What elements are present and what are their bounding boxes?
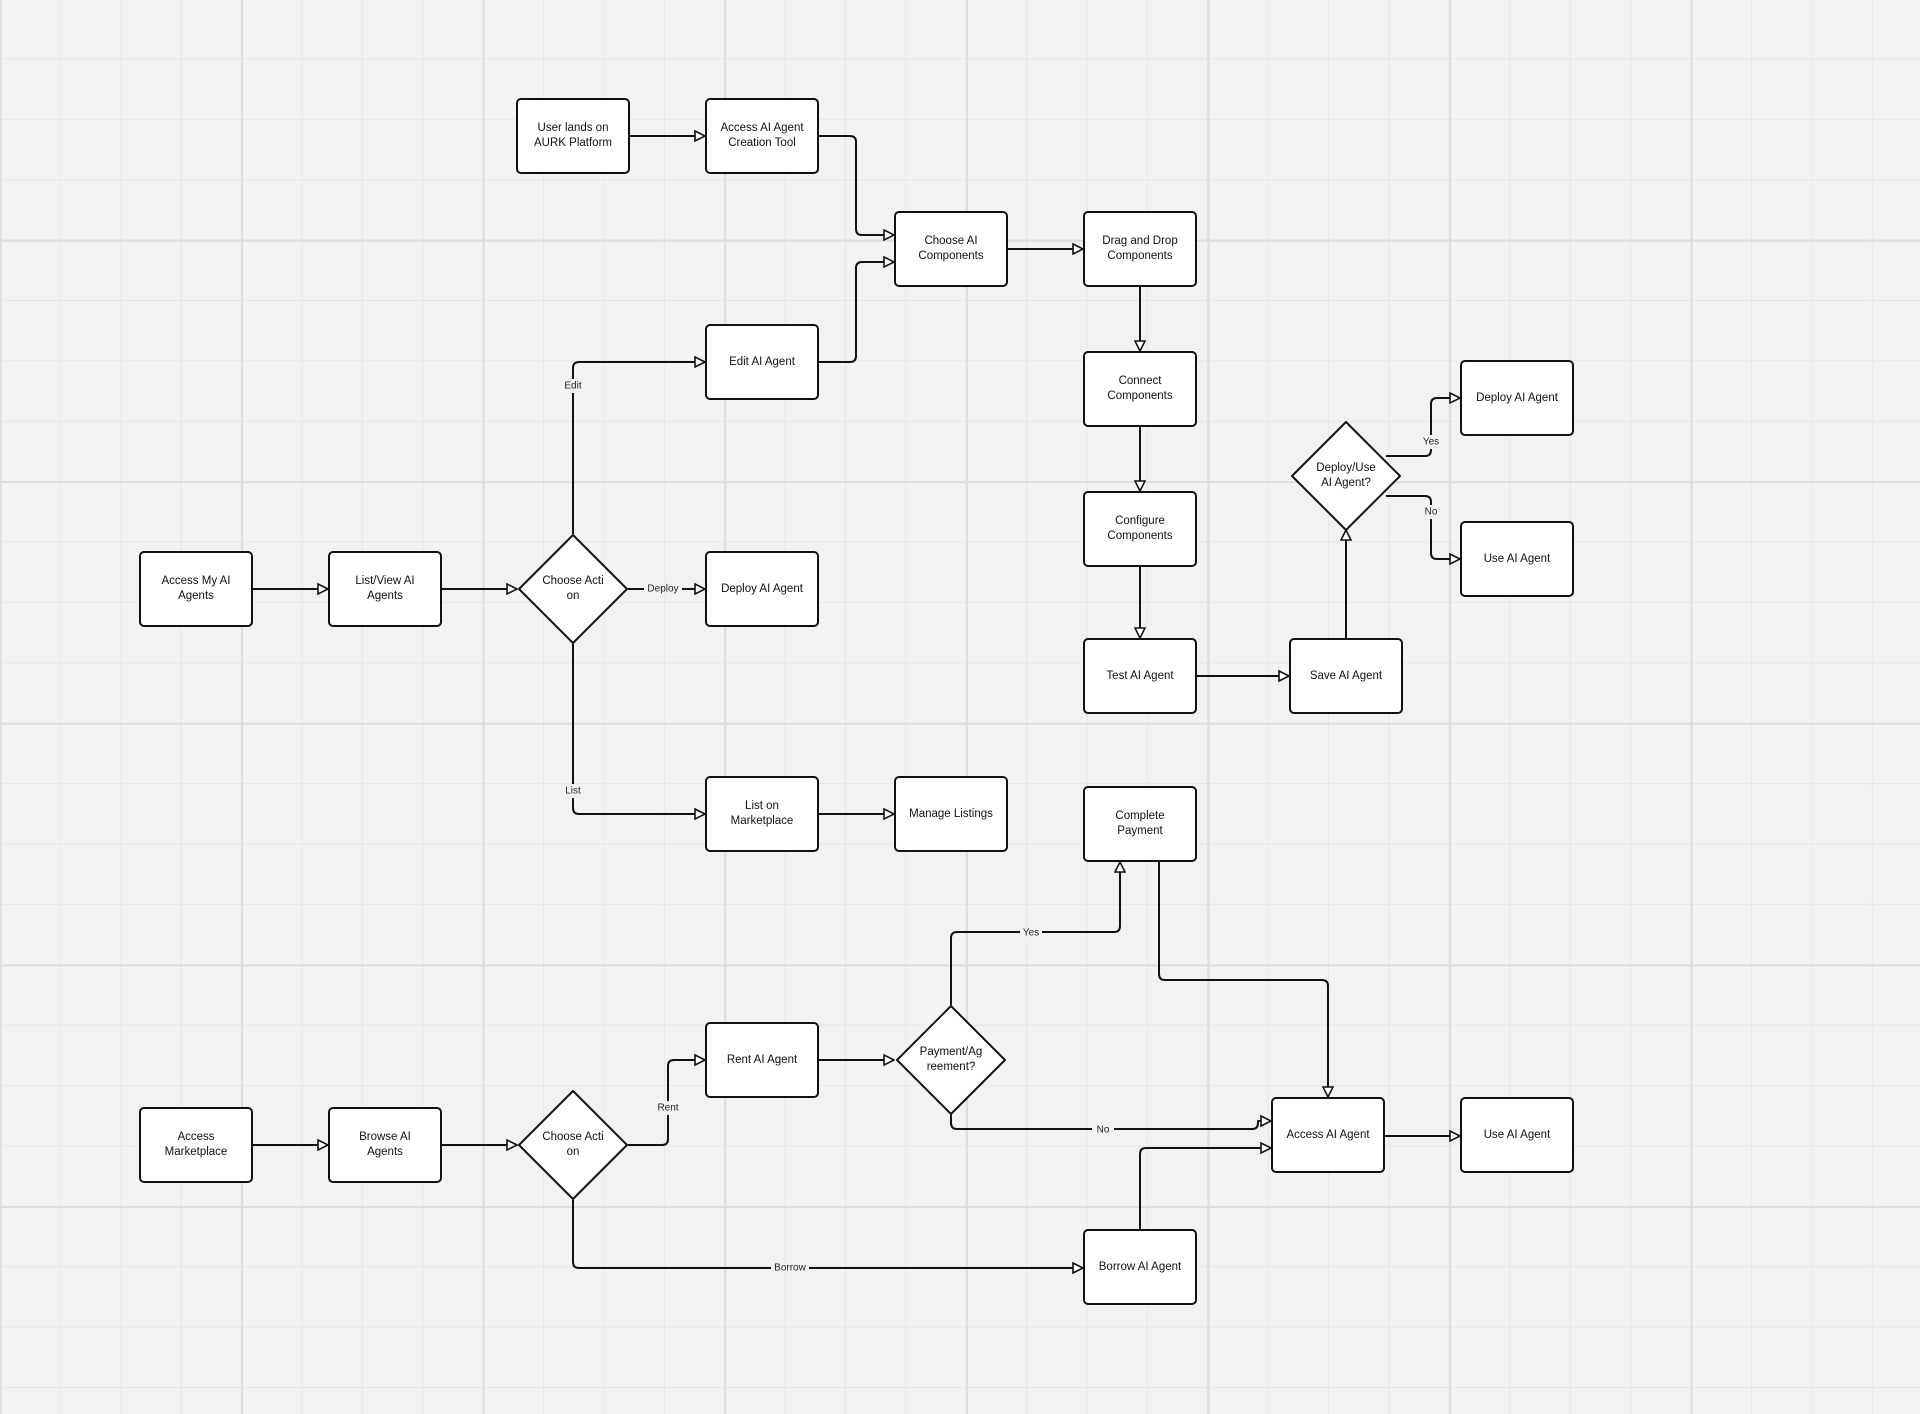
decision-diamond-shape xyxy=(1291,421,1401,531)
edge-edit-to-choose-components xyxy=(819,262,894,363)
svg-text:Yes: Yes xyxy=(1423,437,1439,448)
node-label: Deploy AI Agent xyxy=(1476,391,1558,404)
edge-label-yes-deploy: Yes xyxy=(1421,435,1441,449)
svg-text:Borrow: Borrow xyxy=(774,1263,806,1274)
svg-text:Deploy: Deploy xyxy=(647,584,678,595)
edge-choose-action-edit xyxy=(572,362,705,534)
node-label: Test AI Agent xyxy=(1106,669,1174,682)
node-borrow-agent[interactable]: Borrow AI Agent xyxy=(1083,1229,1197,1305)
node-label: Edit AI Agent xyxy=(729,355,795,368)
node-label: Payment/Agreement? xyxy=(919,1046,983,1073)
edge-label-deploy: Deploy xyxy=(644,582,682,596)
node-edit-agent[interactable]: Edit AI Agent xyxy=(705,324,819,400)
node-choose-components[interactable]: Choose AI Components xyxy=(894,211,1008,287)
node-rent-agent[interactable]: Rent AI Agent xyxy=(705,1022,819,1098)
node-label: User lands on AURK Platform xyxy=(534,122,612,149)
node-manage-listings[interactable]: Manage Listings xyxy=(894,776,1008,852)
node-label: Rent AI Agent xyxy=(726,1053,798,1066)
edge-label-list: List xyxy=(563,784,583,798)
svg-text:Yes: Yes xyxy=(1023,928,1039,939)
node-access-marketplace[interactable]: Access Marketplace xyxy=(139,1107,253,1183)
node-label: List on Marketplace xyxy=(730,800,794,827)
node-access-my-agents[interactable]: Access My AI Agents xyxy=(139,551,253,627)
decision-diamond-shape xyxy=(518,534,628,644)
node-label: Connect Components xyxy=(1107,375,1173,402)
node-test-agent[interactable]: Test AI Agent xyxy=(1083,638,1197,714)
node-label: Choose Action xyxy=(542,575,604,602)
node-label: Choose Action xyxy=(542,1131,604,1158)
node-label: Drag and Drop Components xyxy=(1102,235,1178,262)
node-payment-decision[interactable]: Payment/Agreement? xyxy=(896,1005,1006,1115)
node-choose-action-mine[interactable]: Choose Action xyxy=(518,534,628,644)
node-list-view-agents[interactable]: List/View AI Agents xyxy=(328,551,442,627)
node-deploy-agent-mid[interactable]: Deploy AI Agent xyxy=(705,551,819,627)
edge-label-no-use: No xyxy=(1421,505,1441,519)
node-complete-payment[interactable]: Complete Payment xyxy=(1083,786,1197,862)
node-drag-drop[interactable]: Drag and Drop Components xyxy=(1083,211,1197,287)
node-label: Manage Listings xyxy=(909,807,993,820)
edge-creation-tool-to-choose-components xyxy=(819,135,894,235)
node-configure-components[interactable]: Configure Components xyxy=(1083,491,1197,567)
node-use-agent-bottom[interactable]: Use AI Agent xyxy=(1460,1097,1574,1173)
node-label: Use AI Agent xyxy=(1483,1128,1551,1141)
edge-label-no-payment: No xyxy=(1092,1123,1114,1137)
edge-label-edit: Edit xyxy=(561,379,585,393)
node-label: Deploy AI Agent xyxy=(721,582,803,595)
node-label: Browse AI Agents xyxy=(359,1131,411,1158)
edge-label-rent: Rent xyxy=(656,1101,680,1115)
node-label: Choose AI Components xyxy=(918,235,984,262)
node-label: Access AI Agent xyxy=(1286,1128,1370,1141)
edge-decision-yes-to-deploy xyxy=(1386,398,1460,457)
svg-text:List: List xyxy=(565,786,581,797)
edge-choose-action-borrow xyxy=(572,1200,1083,1268)
node-label: Access Marketplace xyxy=(164,1131,228,1158)
node-connect-components[interactable]: Connect Components xyxy=(1083,351,1197,427)
edge-complete-payment-to-access xyxy=(1158,862,1328,1097)
node-label: Configure Components xyxy=(1107,515,1173,542)
edge-borrow-to-access xyxy=(1139,1148,1271,1229)
svg-text:No: No xyxy=(1425,507,1438,518)
node-deploy-agent-top[interactable]: Deploy AI Agent xyxy=(1460,360,1574,436)
edge-label-yes-payment: Yes xyxy=(1020,926,1042,940)
node-label: Deploy/Use AI Agent? xyxy=(1316,462,1376,489)
node-use-agent-top[interactable]: Use AI Agent xyxy=(1460,521,1574,597)
edge-decision-no-to-use xyxy=(1386,495,1460,559)
svg-text:Rent: Rent xyxy=(657,1103,678,1114)
node-deploy-use-decision[interactable]: Deploy/Use AI Agent? xyxy=(1291,421,1401,531)
node-label: Save AI Agent xyxy=(1309,669,1383,682)
edge-label-borrow: Borrow xyxy=(771,1261,809,1275)
node-access-agent[interactable]: Access AI Agent xyxy=(1271,1097,1385,1173)
edge-choose-action-list xyxy=(572,644,705,814)
node-label: Access My AI Agents xyxy=(161,575,231,602)
node-list-marketplace[interactable]: List on Marketplace xyxy=(705,776,819,852)
node-browse-agents[interactable]: Browse AI Agents xyxy=(328,1107,442,1183)
node-label: Access AI Agent Creation Tool xyxy=(720,122,804,149)
decision-diamond-shape xyxy=(896,1005,1006,1115)
node-label: List/View AI Agents xyxy=(355,575,415,602)
svg-text:Edit: Edit xyxy=(564,381,581,392)
node-label: Complete Payment xyxy=(1115,810,1165,837)
node-label: Use AI Agent xyxy=(1483,552,1551,565)
node-label: Borrow AI Agent xyxy=(1098,1260,1182,1273)
node-save-agent[interactable]: Save AI Agent xyxy=(1289,638,1403,714)
svg-text:No: No xyxy=(1097,1125,1110,1136)
node-choose-action-market[interactable]: Choose Action xyxy=(518,1090,628,1200)
edge-payment-no-to-access xyxy=(950,1115,1271,1130)
node-access-creation-tool[interactable]: Access AI Agent Creation Tool xyxy=(705,98,819,174)
decision-diamond-shape xyxy=(518,1090,628,1200)
node-user-lands[interactable]: User lands on AURK Platform xyxy=(516,98,630,174)
